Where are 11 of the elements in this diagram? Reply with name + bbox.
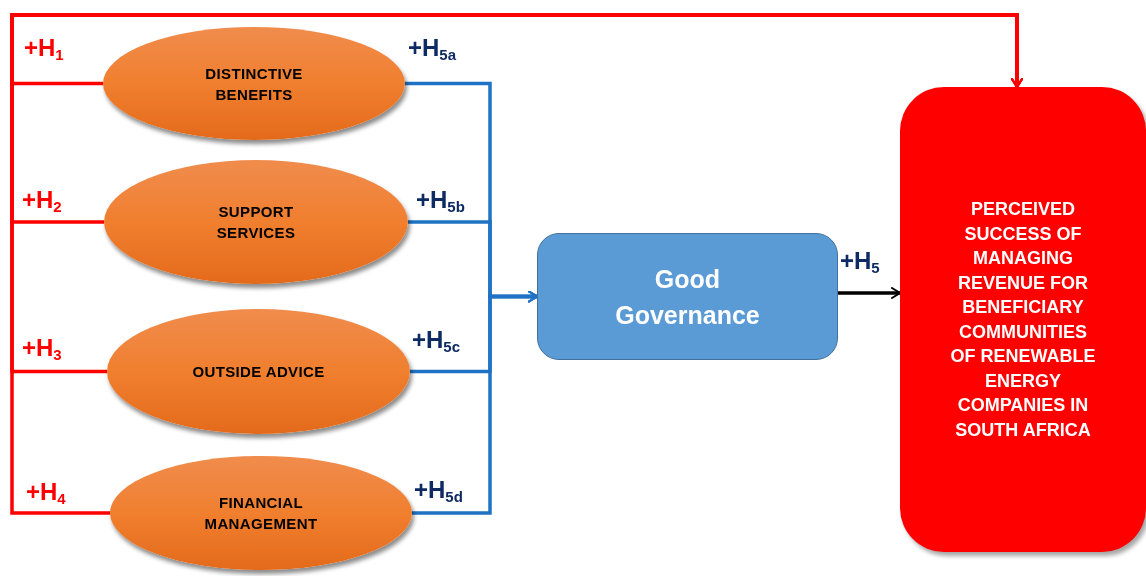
node-label: Good Governance bbox=[614, 263, 761, 331]
node-label: DISTINCTIVE BENEFITS bbox=[204, 63, 304, 105]
process-box bbox=[537, 233, 838, 360]
connector-arrow bbox=[412, 290, 538, 515]
connector-arrow bbox=[838, 287, 901, 299]
node-label: OUTSIDE ADVICE bbox=[191, 362, 326, 382]
connector-arrow bbox=[10, 13, 1023, 515]
node-label: FINANCIAL MANAGEMENT bbox=[203, 493, 319, 534]
outcome-box bbox=[900, 87, 1146, 552]
node-label: PERCEIVED SUCCESS OF MANAGING REVENUE FOR BENEFICIARY COMMUNITIES OF RENEWABLE ENERGY COMPANIES IN SOUTH AFRICA bbox=[949, 198, 1097, 442]
node-label: SUPPORT SERVICES bbox=[215, 202, 297, 243]
